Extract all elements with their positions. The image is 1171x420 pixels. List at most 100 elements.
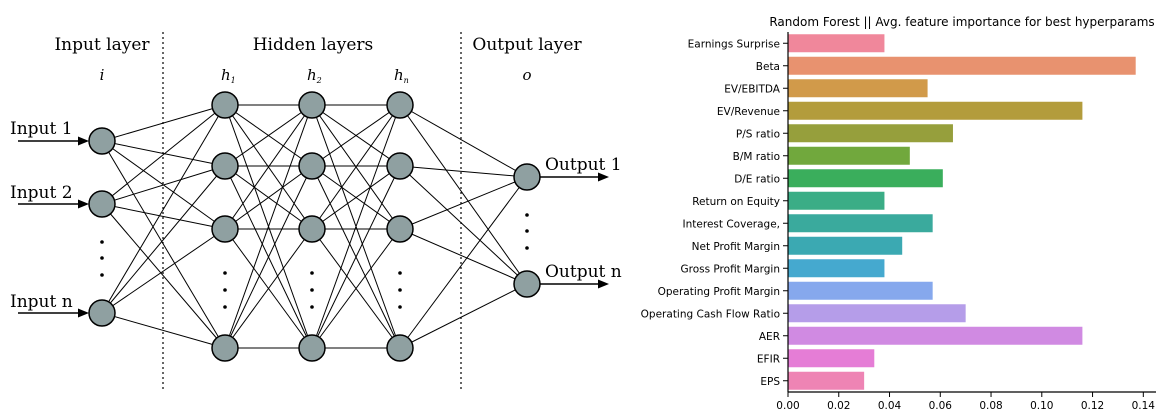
connection-line xyxy=(224,228,313,349)
connection-line xyxy=(224,104,313,167)
input-layer-symbol: i xyxy=(100,66,105,84)
connection-line xyxy=(399,228,528,285)
ellipsis-dot xyxy=(398,288,402,292)
connection-line xyxy=(399,165,528,285)
input-label-1: Input 1 xyxy=(10,119,73,139)
output-label-n: Output n xyxy=(545,262,622,282)
y-tick-label: Return on Equity xyxy=(692,196,780,208)
connection-line xyxy=(399,104,528,285)
y-tick-label: EPS xyxy=(760,376,780,388)
connection-line xyxy=(311,228,401,349)
io-arrows xyxy=(18,136,609,318)
connection-line xyxy=(224,165,313,230)
bars xyxy=(788,34,1136,390)
arrowhead xyxy=(598,279,609,289)
y-tick-label: Beta xyxy=(756,61,780,73)
connection-line xyxy=(101,312,226,349)
y-tick-label: B/M ratio xyxy=(733,151,780,163)
y-tick-label: EFIR xyxy=(757,353,780,365)
bar xyxy=(788,124,953,143)
hidden-node xyxy=(211,152,239,180)
y-tick-label: Interest Coverage, xyxy=(683,218,780,230)
connection-line xyxy=(101,203,226,230)
hidden-node xyxy=(386,152,414,180)
connection-line xyxy=(224,104,313,349)
input-layer-header: Input layer xyxy=(54,35,150,55)
y-tick-label: Earnings Surprise xyxy=(688,38,780,50)
ellipsis-dot xyxy=(525,246,529,250)
ellipsis-dots xyxy=(100,213,529,309)
y-tick-label: Operating Cash Flow Ratio xyxy=(641,308,780,320)
connection-line xyxy=(399,176,528,230)
x-tick-label: 0.06 xyxy=(929,400,953,412)
bar xyxy=(788,79,928,98)
hidden-node xyxy=(211,215,239,243)
connection-lines xyxy=(101,104,528,349)
ellipsis-dot xyxy=(310,305,314,309)
y-tick-label: Operating Profit Margin xyxy=(658,286,780,298)
x-tick-label: 0.00 xyxy=(776,400,799,412)
connection-line xyxy=(311,165,401,230)
bar xyxy=(788,214,933,233)
bar xyxy=(788,349,875,368)
bar xyxy=(788,236,903,255)
bar xyxy=(788,281,933,300)
ellipsis-dot xyxy=(100,240,104,244)
arrowhead xyxy=(78,199,89,209)
hidden-node xyxy=(211,91,239,119)
input-label-n: Input n xyxy=(10,292,73,312)
connection-line xyxy=(311,165,401,349)
y-tick-labels: Earnings SurpriseBetaEV/EBITDAEV/Revenue… xyxy=(641,38,788,388)
arrowhead xyxy=(598,172,609,182)
output-layer-header: Output layer xyxy=(472,35,582,55)
ellipsis-dot xyxy=(223,305,227,309)
ellipsis-dot xyxy=(223,288,227,292)
bar xyxy=(788,101,1083,120)
bar xyxy=(788,34,885,53)
ellipsis-dot xyxy=(223,271,227,275)
hidden-layers-header: Hidden layers xyxy=(253,35,374,55)
hidden-node xyxy=(386,91,414,119)
input-node xyxy=(88,299,116,327)
x-tick-label: 0.10 xyxy=(1030,400,1053,412)
y-tick-label: P/S ratio xyxy=(736,128,780,140)
output-layer-symbol: o xyxy=(522,66,531,84)
connection-line xyxy=(101,104,226,205)
bar xyxy=(788,191,885,210)
ellipsis-dot xyxy=(525,213,529,217)
input-node xyxy=(88,127,116,155)
ellipsis-dot xyxy=(100,256,104,260)
bar xyxy=(788,326,1083,345)
hidden-node xyxy=(298,334,326,362)
connection-line xyxy=(311,104,401,167)
x-tick-label: 0.02 xyxy=(827,400,850,412)
neural-network-diagram: Input layer Hidden layers Output layer i… xyxy=(10,32,622,392)
connection-line xyxy=(224,165,313,349)
x-tick-label: 0.12 xyxy=(1081,400,1104,412)
bar xyxy=(788,169,943,188)
bar xyxy=(788,304,966,323)
output-label-1: Output 1 xyxy=(545,155,622,175)
connection-line xyxy=(399,176,528,349)
x-tick-label: 0.04 xyxy=(878,400,902,412)
output-node xyxy=(513,270,541,298)
output-node xyxy=(513,163,541,191)
hidden-symbol-1: h1 xyxy=(221,66,236,85)
hidden-node xyxy=(298,215,326,243)
connection-line xyxy=(101,203,226,349)
ellipsis-dot xyxy=(100,273,104,277)
feature-importance-chart: Random Forest || Avg. feature importance… xyxy=(641,15,1156,412)
y-tick-label: Net Profit Margin xyxy=(692,241,780,253)
ellipsis-dot xyxy=(310,288,314,292)
input-label-2: Input 2 xyxy=(10,183,73,203)
ellipsis-dot xyxy=(398,305,402,309)
connection-line xyxy=(224,104,313,230)
input-node xyxy=(88,190,116,218)
y-tick-label: EV/Revenue xyxy=(717,106,780,118)
hidden-symbol-2: h2 xyxy=(307,66,322,85)
ellipsis-dot xyxy=(310,271,314,275)
connection-line xyxy=(101,165,226,205)
connection-line xyxy=(311,104,401,349)
connection-line xyxy=(101,140,226,349)
connection-line xyxy=(311,104,401,230)
